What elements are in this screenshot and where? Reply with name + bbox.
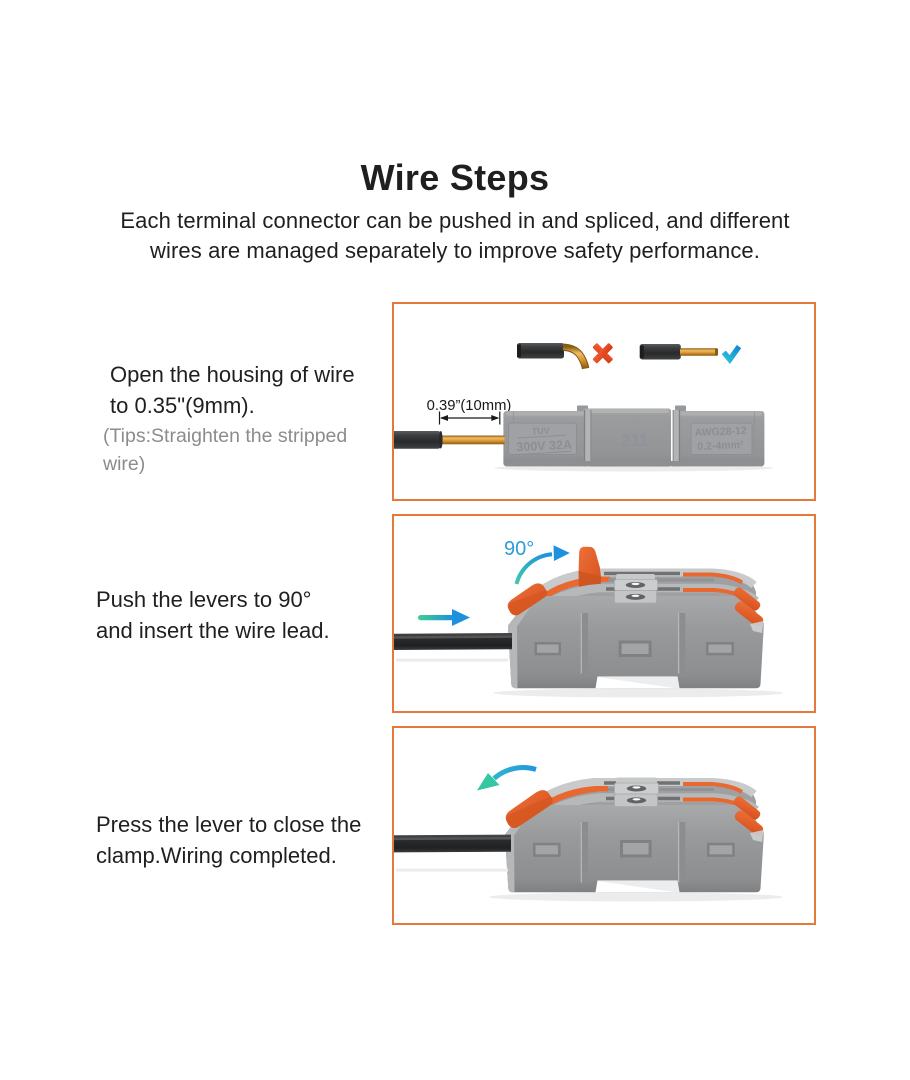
svg-text:211: 211 (621, 431, 649, 451)
svg-text:AWG28-12: AWG28-12 (694, 425, 747, 439)
svg-text:300V 32A: 300V 32A (516, 438, 572, 454)
svg-text:0.2-4mm²: 0.2-4mm² (697, 439, 744, 453)
svg-text:90°: 90° (504, 538, 534, 560)
svg-text:TUV: TUV (531, 426, 549, 437)
svg-text:0.39”(10mm): 0.39”(10mm) (427, 398, 512, 414)
